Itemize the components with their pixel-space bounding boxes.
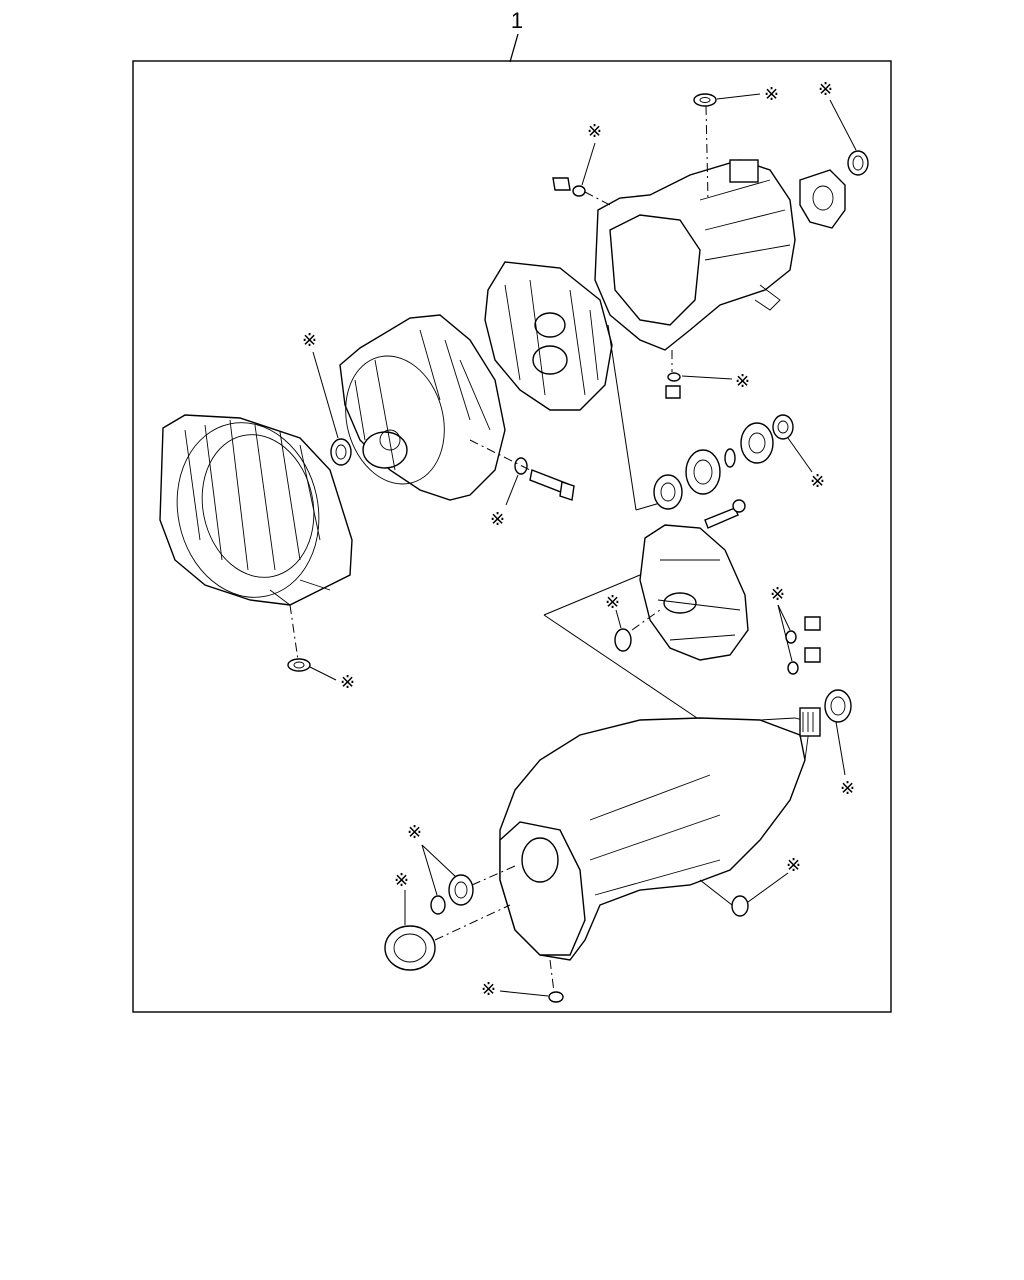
transfer-cover-bolt [704, 499, 746, 529]
assembly-callout-leader [509, 33, 519, 63]
leader-output-oil-seal [835, 721, 846, 776]
mark-rear-small-seal: ※ [786, 855, 801, 876]
leader-input-oil-seal [421, 844, 457, 878]
leader-transfer-plug-oring-upper [777, 604, 791, 631]
mark-large-front-seal: ※ [394, 870, 409, 891]
transfer-cover [639, 524, 749, 661]
leader-filler-plug-oring [581, 142, 596, 186]
assembly-callout-number: 1 [511, 8, 523, 33]
leader-gear-bearing [787, 437, 813, 473]
main-transfer-case [499, 707, 821, 961]
bottom-drain-washer [548, 991, 564, 1003]
leader-rear-oil-seal-top [829, 99, 857, 151]
assembly-guide-line-lower [543, 614, 701, 721]
front-oil-seal [330, 438, 352, 466]
transfer-plug-lower [787, 647, 821, 675]
front-case-bolt-axis [469, 439, 531, 471]
mark-transfer-cover-oring: ※ [605, 592, 620, 613]
leader-transfer-plug-oring-lower [777, 604, 793, 662]
intermediate-plate [484, 261, 613, 411]
gear-group-axis-base [635, 502, 661, 511]
input-oil-seal [448, 874, 474, 906]
mark-bottom-drain-washer: ※ [481, 979, 496, 1000]
top-washer-axis [705, 105, 709, 201]
gear-large [685, 449, 721, 495]
drain-plug [665, 372, 681, 399]
mark-bell-seal: ※ [340, 672, 355, 693]
mark-output-oil-seal: ※ [840, 778, 855, 799]
gear-small [653, 474, 683, 510]
bell-housing-axis [289, 604, 299, 661]
mark-drain-plug-oring: ※ [735, 371, 750, 392]
leader-input-oring [421, 844, 438, 896]
leader-bottom-drain-washer [499, 990, 549, 997]
assembly-guide-line-upper [543, 574, 641, 616]
bell-housing-seal [287, 658, 311, 672]
leader-top-washer [716, 93, 761, 100]
transfer-cover-oring [614, 628, 632, 652]
top-washer [693, 93, 717, 107]
mark-front-oil-seal: ※ [302, 330, 317, 351]
mark-front-case-washer: ※ [490, 509, 505, 530]
transfer-cover-oring-axis [631, 609, 661, 631]
gear-bearing [772, 414, 794, 440]
bottom-drain-axis [549, 959, 555, 993]
mark-filler-plug-oring: ※ [587, 121, 602, 142]
mark-rear-oil-seal-top: ※ [818, 79, 833, 100]
front-case-bolt [514, 457, 575, 501]
gear-front [740, 422, 774, 464]
output-oil-seal [824, 689, 852, 723]
leader-front-case-washer [505, 474, 519, 506]
mark-input-seals: ※ [407, 822, 422, 843]
filler-plug-axis [584, 191, 611, 206]
input-seal-axis [471, 865, 516, 886]
mark-gear-bearing: ※ [810, 471, 825, 492]
rear-extension-adapter [799, 169, 846, 229]
transfer-plug-upper [785, 616, 821, 644]
mark-top-washer: ※ [764, 84, 779, 105]
rear-case [594, 159, 796, 351]
leader-rear-small-seal [747, 872, 789, 903]
large-front-seal [384, 925, 436, 971]
gear-snap-ring [724, 448, 736, 468]
bell-housing [159, 414, 353, 606]
input-oring [430, 895, 446, 915]
mark-transfer-plug-orings: ※ [770, 584, 785, 605]
leader-drain-plug-oring [681, 375, 733, 380]
front-case [339, 314, 506, 501]
large-front-seal-axis [434, 904, 511, 941]
rear-oil-seal-top [847, 150, 869, 176]
leader-bell-seal [309, 666, 337, 681]
leader-transfer-cover-oring [615, 609, 622, 629]
rear-small-seal-guide [699, 879, 733, 906]
filler-plug [552, 177, 586, 197]
leader-front-oil-seal [312, 351, 339, 439]
rear-small-seal [731, 895, 749, 917]
assembly-frame [132, 60, 892, 1013]
gear-group-axis [607, 324, 637, 511]
